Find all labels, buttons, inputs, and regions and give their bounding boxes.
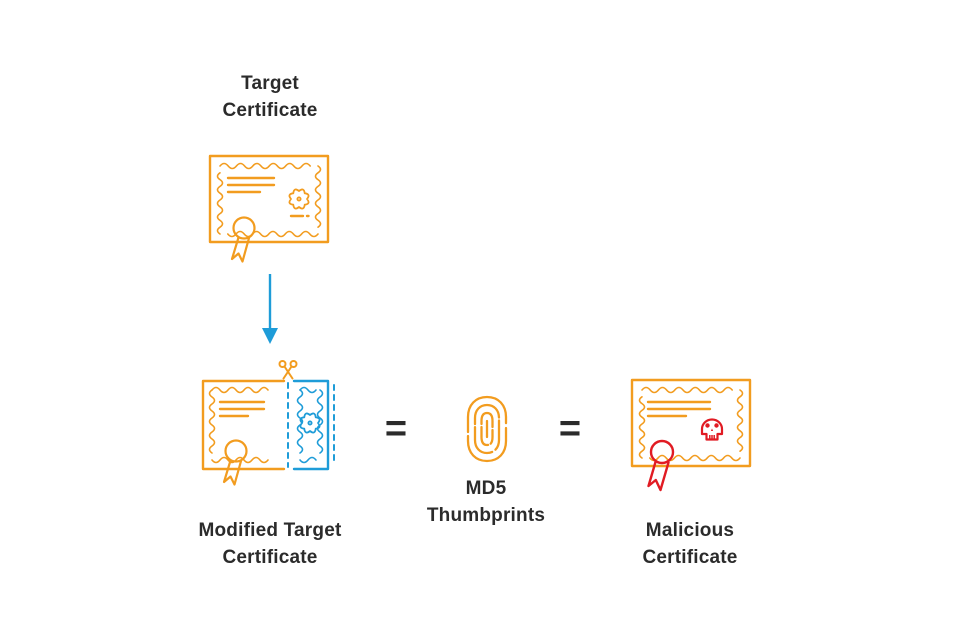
cut-certificate-icon: [200, 357, 346, 491]
certificate-text-lines: [218, 400, 266, 418]
scissors-icon: [278, 360, 298, 380]
modified-certificate-label: Modified Target Certificate: [198, 520, 342, 568]
down-arrow-icon: [258, 272, 282, 346]
malicious-certificate-label: Malicious Certificate: [642, 520, 738, 568]
skull-certificate-icon: [630, 378, 752, 496]
equals-sign: =: [558, 408, 582, 450]
certificate-blue-piece: [287, 379, 335, 471]
certificate-left-piece: [201, 360, 298, 486]
certificate-wavy-border: [638, 386, 744, 462]
certificate-text-lines: [646, 400, 712, 418]
certificate-icon: [208, 154, 330, 266]
certificate-border: [630, 378, 752, 468]
skull-icon: [700, 418, 724, 441]
target-certificate-label: Target Certificate: [222, 73, 318, 121]
fingerprint-icon: [461, 392, 513, 466]
md5-thumbprints-label: MD5 Thumbprints: [426, 478, 546, 526]
certificate-wavy-border: [216, 162, 322, 238]
equals-sign: =: [384, 408, 408, 450]
seal-icon: [288, 188, 310, 210]
ribbon-rosette-icon: [222, 439, 248, 486]
certificate-border: [208, 154, 330, 244]
red-ribbon-rosette-icon: [647, 439, 675, 492]
certificate-text-lines: [226, 176, 310, 218]
ribbon-rosette-icon: [230, 216, 256, 263]
seal-icon: [299, 412, 321, 434]
